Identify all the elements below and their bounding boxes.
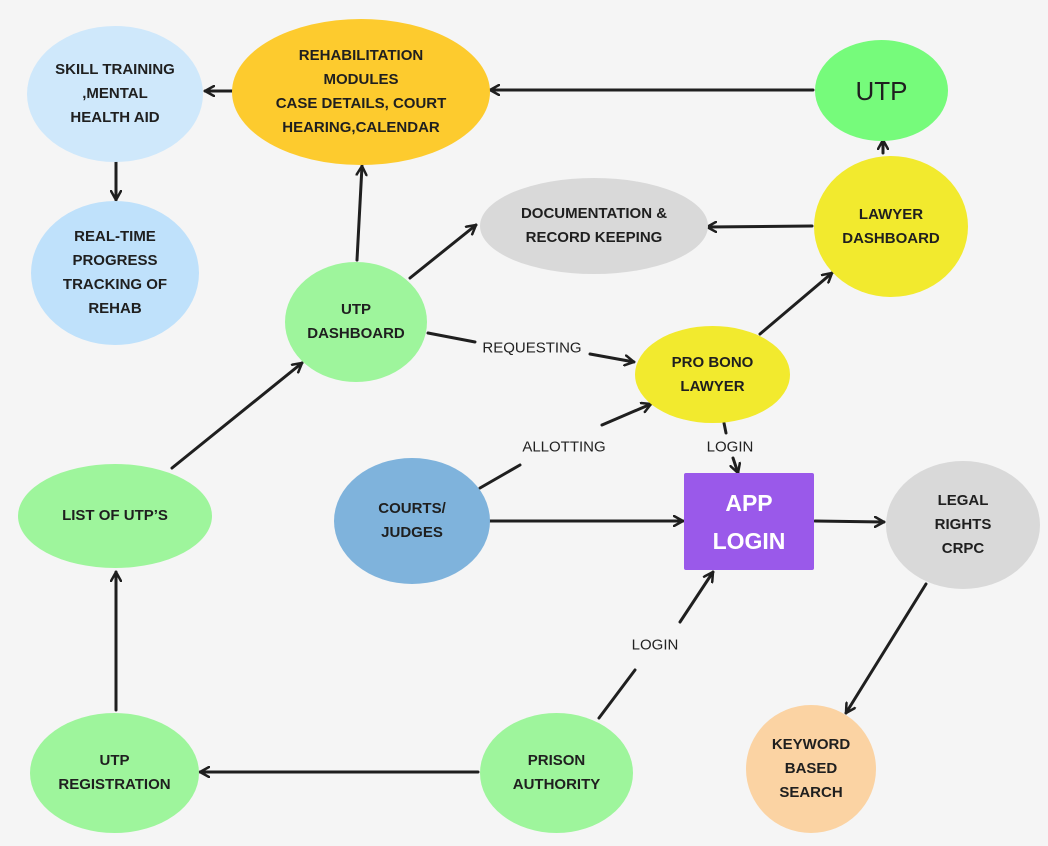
edge-label-allotting: ALLOTTING [519, 438, 609, 456]
arrow-probono-to-login-1 [722, 421, 728, 435]
node-pro-bono-lawyer: PRO BONO LAWYER [635, 326, 790, 423]
node-keyword-based-search: KEYWORD BASED SEARCH [746, 705, 876, 833]
arrow-utpdash-to-documentation [408, 223, 478, 280]
node-utp-dashboard: UTP DASHBOARD [285, 262, 427, 382]
arrow-lawyer-to-documentation [705, 226, 814, 227]
node-list-of-utps: LIST OF UTP’S [18, 464, 212, 568]
node-rehabilitation-modules: REHABILITATION MODULES CASE DETAILS, COU… [232, 19, 490, 165]
arrow-login-to-legal [813, 521, 886, 522]
node-legal-rights-crpc: LEGAL RIGHTS CRPC [886, 461, 1040, 589]
arrow-list-to-utpdash [170, 361, 304, 470]
edge-label-login-probono: LOGIN [703, 438, 757, 456]
node-skill-training: SKILL TRAINING ,MENTAL HEALTH AID [27, 26, 203, 162]
arrow-utpdash-to-probono-1 [426, 331, 477, 344]
arrow-legal-to-keyword [844, 582, 928, 715]
arrow-probono-to-lawyer [758, 271, 834, 336]
node-utp-top: UTP [815, 40, 948, 141]
arrow-utpdash-to-probono-2 [588, 352, 636, 362]
edge-label-requesting: REQUESTING [479, 339, 585, 357]
node-utp-registration: UTP REGISTRATION [30, 713, 199, 833]
node-prison-authority: PRISON AUTHORITY [480, 713, 633, 833]
arrow-courts-to-probono-1 [478, 463, 522, 490]
node-app-login[interactable]: APP LOGIN [684, 473, 814, 570]
node-real-time-progress: REAL-TIME PROGRESS TRACKING OF REHAB [31, 201, 199, 345]
node-documentation: DOCUMENTATION & RECORD KEEPING [480, 178, 708, 274]
arrow-utpdash-to-rehab [357, 164, 362, 262]
arrow-probono-to-login-2 [733, 456, 738, 475]
edge-label-login-prison: LOGIN [628, 636, 682, 654]
node-lawyer-dashboard: LAWYER DASHBOARD [814, 156, 968, 297]
arrow-prison-to-login-2 [678, 570, 715, 624]
node-courts-judges: COURTS/ JUDGES [334, 458, 490, 584]
arrow-courts-to-probono-2 [600, 404, 653, 427]
arrow-prison-to-login-1 [597, 668, 637, 720]
